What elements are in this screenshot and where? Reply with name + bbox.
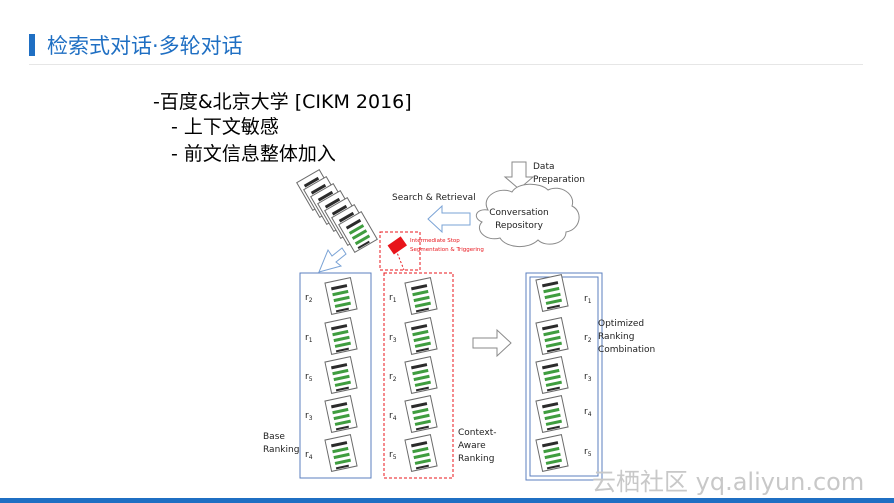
title-divider (29, 64, 863, 65)
base-rank-r-5: r4 (305, 450, 313, 461)
base-ranking-labels: r2 r1 r5 r3 r4 (305, 293, 313, 461)
context-label-2: Aware (458, 441, 486, 451)
watermark: 云栖社区 yq.aliyun.com (592, 468, 865, 496)
base-ranking-label-2: Ranking (263, 445, 299, 455)
bullet-sub-1: - 上下文敏感 (171, 116, 279, 138)
data-prep-label-2: Preparation (533, 175, 585, 185)
opt-rank-r-3: r3 (584, 372, 592, 383)
data-prep-label-1: Data (533, 162, 555, 172)
trigger-red-block (387, 236, 407, 255)
repository-label-2: Repository (495, 221, 544, 231)
optimized-arrow (472, 328, 512, 358)
context-ranking-labels: r1 r3 r2 r4 r5 (389, 293, 397, 461)
optimized-label-1: Optimized (598, 319, 644, 329)
trigger-dashed-box (379, 231, 421, 271)
context-rank-r-1: r1 (389, 293, 397, 304)
opt-rank-r-1: r1 (584, 294, 592, 305)
candidate-doc-stack (295, 168, 379, 254)
search-retrieval-label: Search & Retrieval (392, 193, 476, 203)
title-accent-bar (29, 34, 35, 56)
bullet-list: -百度&北京大学 [CIKM 2016] - 上下文敏感 - 前文信息整体加入 (153, 90, 412, 168)
trigger-leader (395, 249, 405, 271)
context-rank-r-4: r4 (389, 411, 397, 422)
base-rank-r-2: r1 (305, 333, 313, 344)
base-ranking-box (299, 272, 372, 479)
opt-rank-r-5: r5 (584, 447, 592, 458)
optimized-labels: r1 r2 r3 r4 r5 (584, 294, 592, 458)
optimized-box-inner (529, 276, 599, 477)
context-label-3: Ranking (458, 454, 494, 464)
base-ranking-arrow (318, 247, 347, 273)
bullet-sub-2: - 前文信息整体加入 (171, 143, 336, 165)
base-ranking-docs (323, 276, 359, 473)
context-label-1: Context- (458, 428, 497, 438)
opt-rank-r-2: r2 (584, 333, 592, 344)
context-ranking-docs (403, 276, 439, 473)
base-ranking-label-1: Base (263, 432, 285, 442)
search-arrow (427, 204, 471, 234)
base-rank-r-3: r5 (305, 372, 313, 383)
optimized-box-outer (525, 272, 603, 481)
opt-rank-r-4: r4 (584, 407, 592, 418)
base-rank-r-4: r3 (305, 411, 313, 422)
context-rank-r-5: r5 (389, 450, 397, 461)
page-title: 检索式对话·多轮对话 (47, 34, 243, 58)
intermediate-label-1: Intermediate Stop (410, 238, 460, 244)
context-rank-r-2: r3 (389, 333, 397, 344)
intermediate-label-2: Segmentation & Triggering (410, 247, 484, 253)
optimized-label-3: Combination (598, 345, 655, 355)
optimized-docs (534, 273, 570, 473)
optimized-label-2: Ranking (598, 332, 634, 342)
bullet-main: -百度&北京大学 [CIKM 2016] (153, 91, 412, 113)
context-ranking-box (383, 272, 454, 479)
repository-label-1: Conversation (489, 208, 549, 218)
conversation-repository-cloud (475, 183, 580, 247)
bottom-accent-band (0, 498, 894, 503)
data-prep-arrow (503, 161, 535, 190)
base-rank-r-1: r2 (305, 293, 313, 304)
context-rank-r-3: r2 (389, 372, 397, 383)
